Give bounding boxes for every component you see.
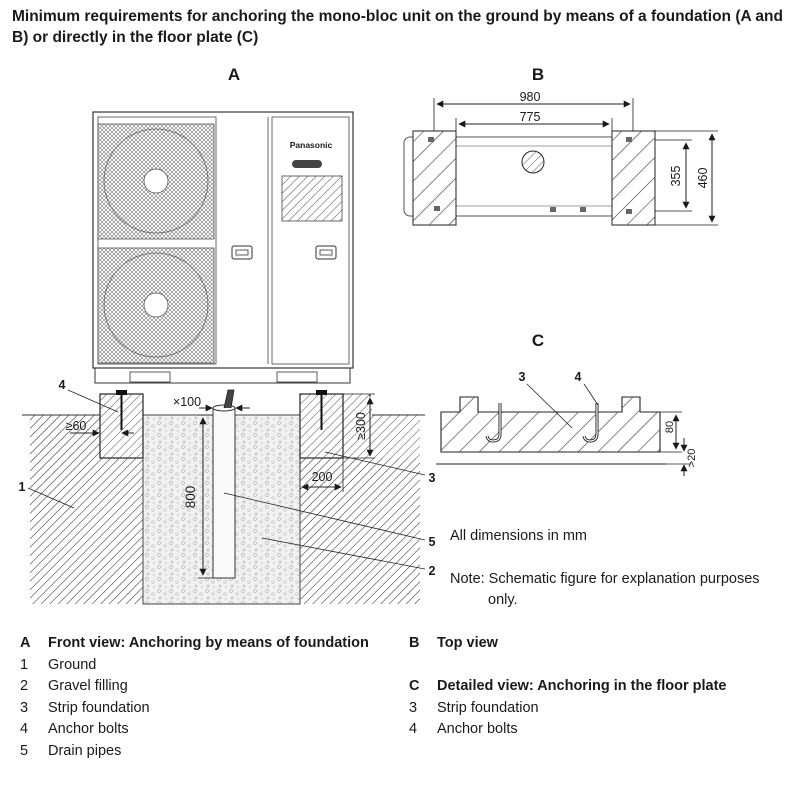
svg-text:≥60: ≥60 (66, 419, 87, 433)
dim-min-300: ≥300 (343, 393, 375, 459)
svg-text:775: 775 (520, 110, 541, 124)
dim-980: 980 (433, 90, 634, 131)
svg-text:3: 3 (519, 370, 526, 384)
svg-text:800: 800 (183, 486, 198, 509)
dim-20: >20 (666, 438, 698, 476)
svg-text:×100: ×100 (173, 395, 201, 409)
svg-text:4: 4 (59, 378, 66, 392)
drain-pipe (212, 389, 236, 579)
anchor-bolt-floor-left (485, 403, 502, 443)
callout-4-view-c: 4 (575, 370, 599, 406)
svg-text:3: 3 (429, 471, 436, 485)
callout-5: 5 (223, 492, 436, 549)
dim-pipe-800: 800 (183, 414, 213, 579)
dim-460: 460 (655, 130, 718, 226)
handle-left (231, 245, 253, 260)
logo-emblem (292, 160, 322, 168)
svg-text:5: 5 (429, 535, 436, 549)
anchor-bolt-left (116, 390, 127, 430)
dim-min-60: ≥60 (66, 419, 134, 437)
dim-355: 355 (655, 139, 692, 212)
legend-spacer (409, 655, 727, 677)
view-b-label: B (532, 65, 544, 84)
view-c-label: C (532, 331, 544, 350)
top-view (403, 130, 656, 226)
dim-80: 80 (660, 411, 682, 453)
callout-2: 2 (261, 537, 436, 578)
callout-4-view-a: 4 (59, 378, 119, 413)
schematic-note-line-1: Note: Schematic figure for explanation p… (450, 571, 760, 587)
view-a-label: A (228, 65, 240, 84)
schematic-note: Note: Schematic figure for explanation p… (450, 569, 760, 611)
drain-pipe-top (521, 150, 545, 174)
svg-text:80: 80 (664, 421, 676, 433)
callout-3-view-c: 3 (519, 370, 573, 429)
dimensions-note: All dimensions in mm (450, 528, 587, 544)
svg-text:355: 355 (669, 166, 683, 187)
svg-text:>20: >20 (686, 449, 698, 468)
svg-text:460: 460 (696, 168, 710, 189)
svg-text:≥300: ≥300 (354, 412, 368, 440)
schematic-note-line-2: only. (488, 592, 518, 608)
dim-strip-200: 200 (299, 458, 344, 492)
dim-775: 775 (455, 110, 613, 131)
callout-3-view-a: 3 (324, 451, 436, 485)
svg-text:980: 980 (520, 90, 541, 104)
floor-plate (436, 396, 666, 465)
mono-bloc-unit: Panasonic (92, 111, 354, 384)
handle-right (315, 245, 337, 260)
dim-min-100: ×100 (173, 395, 250, 412)
svg-text:200: 200 (312, 470, 333, 484)
svg-text:2: 2 (429, 564, 436, 578)
brand-logo: Panasonic (290, 140, 333, 150)
svg-text:1: 1 (19, 480, 26, 494)
page-title: Minimum requirements for anchoring the m… (12, 8, 783, 46)
anchor-bolt-right (316, 390, 327, 430)
anchor-bolt-floor-right (582, 403, 599, 443)
svg-text:4: 4 (575, 370, 582, 384)
control-window (281, 175, 343, 222)
callout-1: 1 (19, 480, 75, 509)
